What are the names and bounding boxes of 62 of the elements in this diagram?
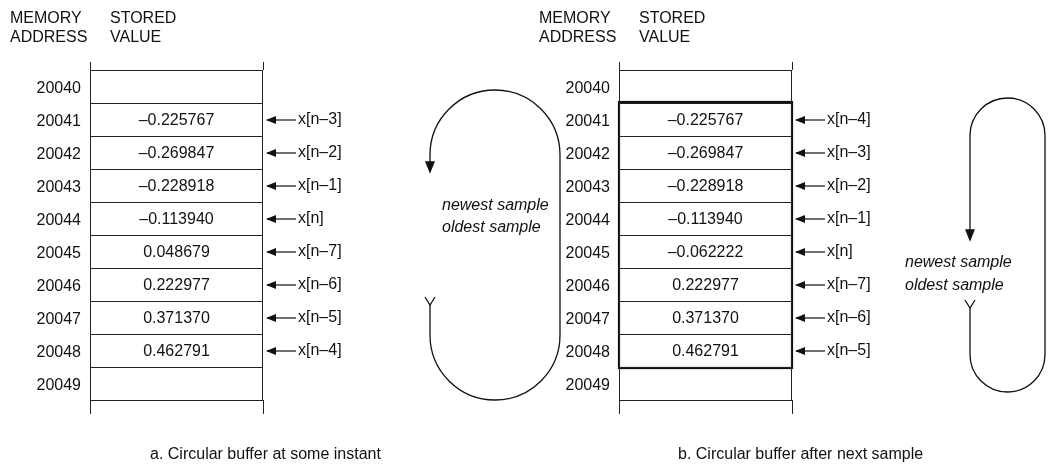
column-header: MEMORY ADDRESS	[539, 8, 618, 46]
sample-index-label: x[n–3]	[298, 110, 358, 130]
arrow	[266, 116, 297, 124]
memory-address: 20044	[36, 211, 81, 229]
sample-index-label: x[n–2]	[298, 143, 358, 163]
memory-address: 20047	[565, 310, 610, 328]
loop-label: oldest sample	[905, 275, 1004, 294]
sample-index-label: x[n–1]	[298, 176, 358, 196]
memory-address: 20042	[565, 145, 610, 163]
arrow	[266, 215, 297, 223]
arrow	[795, 314, 826, 322]
column-header: STORED VALUE	[639, 8, 707, 46]
sample-index-label: x[n–7]	[827, 275, 887, 295]
arrow	[795, 149, 826, 157]
column-header: MEMORY ADDRESS	[10, 8, 89, 46]
memory-address: 20043	[36, 178, 81, 196]
memory-address: 20049	[36, 376, 81, 394]
arrow	[266, 149, 297, 157]
sample-index-label: x[n–2]	[827, 176, 887, 196]
arrow	[795, 182, 826, 190]
sample-index-label: x[n–4]	[827, 110, 887, 130]
memory-address: 20045	[36, 244, 81, 262]
memory-address: 20043	[565, 178, 610, 196]
memory-address: 20048	[36, 343, 81, 361]
memory-address: 20041	[565, 112, 610, 130]
loop-label: oldest sample	[442, 217, 541, 236]
figure-caption: a. Circular buffer at some instant	[150, 444, 381, 463]
sample-index-label: x[n–6]	[827, 308, 887, 328]
column-header: STORED VALUE	[110, 8, 178, 46]
sample-index-label: x[n–7]	[298, 242, 358, 262]
sample-index-label: x[n–5]	[827, 341, 887, 361]
arrow	[266, 314, 297, 322]
arrow	[795, 215, 826, 223]
memory-address: 20042	[36, 145, 81, 163]
memory-address: 20046	[36, 277, 81, 295]
arrow	[795, 347, 826, 355]
memory-address: 20045	[565, 244, 610, 262]
sample-index-label: x[n–1]	[827, 209, 887, 229]
figure-caption: b. Circular buffer after next sample	[678, 444, 924, 463]
memory-address: 20044	[565, 211, 610, 229]
sample-index-label: x[n–5]	[298, 308, 358, 328]
sample-index-label: x[n]	[827, 242, 887, 262]
memory-address: 20046	[565, 277, 610, 295]
memory-address: 20041	[36, 112, 81, 130]
sample-index-label: x[n–3]	[827, 143, 887, 163]
arrow	[266, 281, 297, 289]
sample-index-label: x[n–6]	[298, 275, 358, 295]
loop-label: newest sample	[905, 252, 1012, 271]
memory-address: 20049	[565, 376, 610, 394]
arrow	[795, 248, 826, 256]
memory-address: 20040	[36, 79, 81, 97]
memory-address: 20047	[36, 310, 81, 328]
arrow	[795, 281, 826, 289]
arrow	[266, 182, 297, 190]
memory-address: 20040	[565, 79, 610, 97]
arrow	[266, 248, 297, 256]
arrow	[795, 116, 826, 124]
arrow	[266, 347, 297, 355]
loop-label: newest sample	[442, 195, 549, 214]
sample-index-label: x[n–4]	[298, 341, 358, 361]
memory-address: 20048	[565, 343, 610, 361]
sample-index-label: x[n]	[298, 209, 358, 229]
